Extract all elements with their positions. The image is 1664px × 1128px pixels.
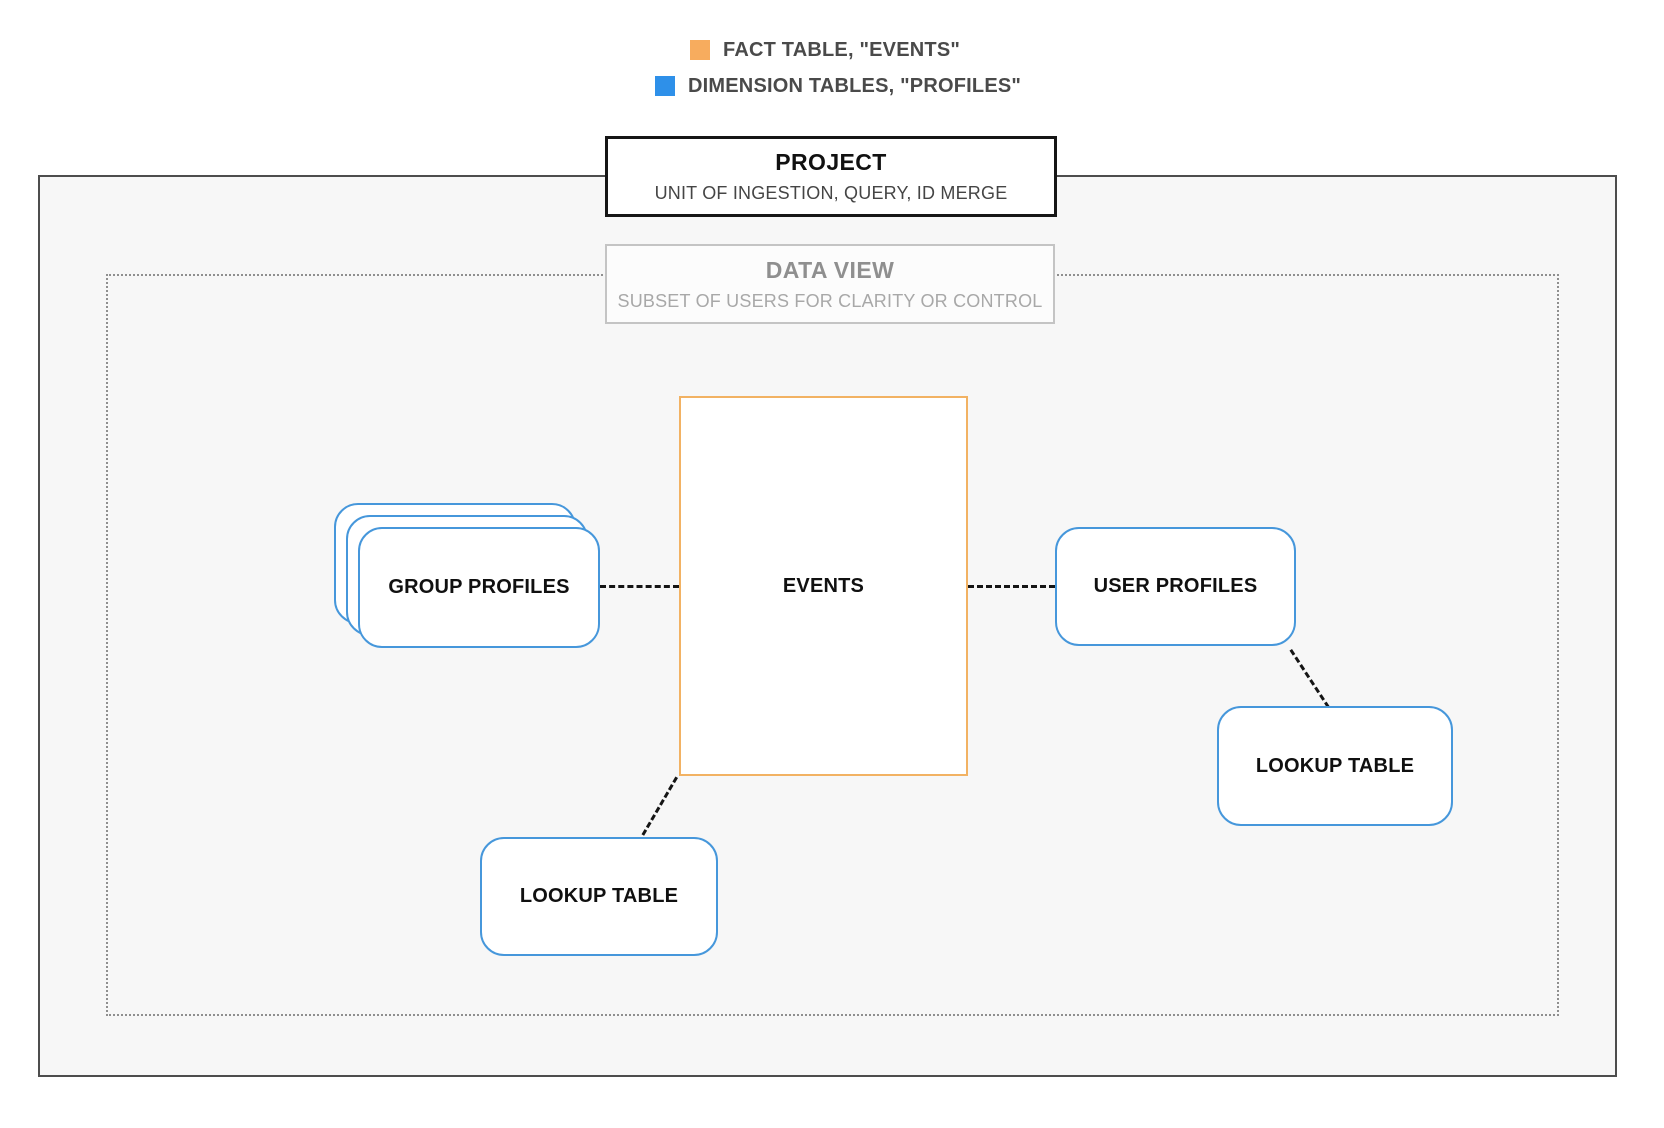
events-label: EVENTS [782, 574, 865, 597]
node-lookup-table-right: LOOKUP TABLE [1217, 706, 1453, 826]
connector-group-profiles-events [600, 585, 679, 588]
project-header: PROJECT UNIT OF INGESTION, QUERY, ID MER… [605, 136, 1057, 217]
project-subtitle: UNIT OF INGESTION, QUERY, ID MERGE [654, 183, 1008, 203]
node-lookup-table-bottom: LOOKUP TABLE [480, 837, 718, 956]
legend-label-dimension: DIMENSION TABLES, "PROFILES" [688, 74, 1022, 97]
user-profiles-label: USER PROFILES [1093, 575, 1258, 597]
fact-table-swatch-icon [690, 40, 710, 60]
connector-events-user-profiles [968, 585, 1055, 588]
node-user-profiles: USER PROFILES [1055, 527, 1296, 646]
data-view-title: DATA VIEW [765, 256, 895, 283]
node-events: EVENTS [679, 396, 968, 776]
node-group-profiles: GROUP PROFILES [358, 527, 600, 648]
data-view-header: DATA VIEW SUBSET OF USERS FOR CLARITY OR… [605, 244, 1055, 324]
lookup-table-right-label: LOOKUP TABLE [1255, 754, 1415, 777]
legend-item-fact: FACT TABLE, "EVENTS" [690, 38, 960, 62]
dimension-table-swatch-icon [655, 76, 675, 96]
group-profiles-label: GROUP PROFILES [388, 576, 570, 598]
legend-item-dimension: DIMENSION TABLES, "PROFILES" [655, 74, 1021, 98]
legend-label-fact: FACT TABLE, "EVENTS" [723, 38, 961, 61]
data-view-subtitle: SUBSET OF USERS FOR CLARITY OR CONTROL [617, 290, 1043, 311]
project-title: PROJECT [775, 149, 887, 175]
lookup-table-bottom-label: LOOKUP TABLE [519, 885, 679, 907]
